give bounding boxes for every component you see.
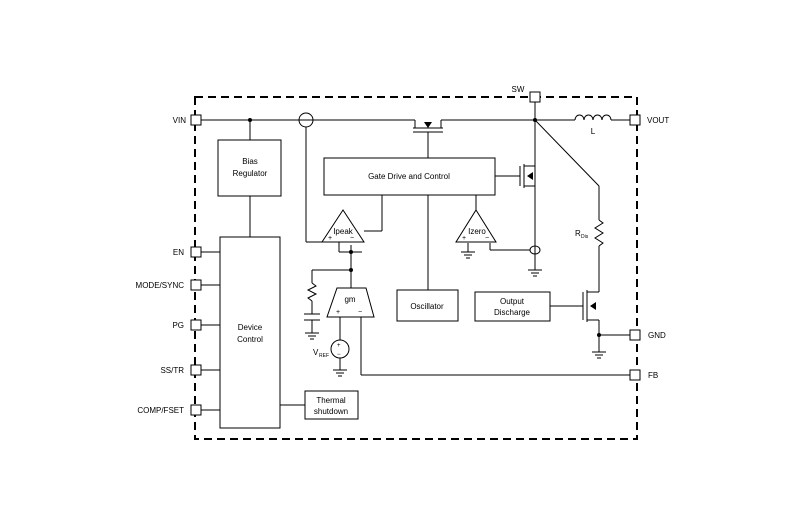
pin-fb xyxy=(629,369,641,381)
junction-dots xyxy=(248,118,601,337)
bias-regulator-label: Regulator xyxy=(233,169,268,178)
pin-ss-tr xyxy=(190,364,202,376)
zero-current-sense-icon xyxy=(529,245,541,255)
output-discharge-label: Discharge xyxy=(494,308,531,317)
gate-drive-label: Gate Drive and Control xyxy=(368,172,450,181)
svg-text:−: − xyxy=(350,235,354,242)
oscillator-block xyxy=(396,289,459,322)
svg-text:−: − xyxy=(358,309,362,316)
vref-source-icon xyxy=(330,339,350,359)
device-control-block xyxy=(219,236,281,429)
thermal-shutdown-label: shutdown xyxy=(314,407,348,416)
gm-label: gm xyxy=(344,295,355,304)
ground-icon xyxy=(305,332,319,340)
ic-boundary xyxy=(194,96,638,440)
current-sense-icon xyxy=(298,112,314,128)
rdis-resistor-icon xyxy=(594,219,604,247)
ground-icon xyxy=(461,251,475,259)
pin-vout-label: VOUT xyxy=(647,116,669,125)
gm-amplifier xyxy=(326,287,375,318)
pin-en xyxy=(190,246,202,258)
pin-vin-label: VIN xyxy=(173,116,187,125)
pin-ss-tr-label: SS/TR xyxy=(160,366,184,375)
pin-en-label: EN xyxy=(173,248,184,257)
svg-text:+: + xyxy=(336,309,340,316)
pin-mode-sync xyxy=(190,279,202,291)
pin-sw-label: SW xyxy=(512,85,525,94)
ground-icon xyxy=(528,269,542,277)
device-control-label: Device xyxy=(238,323,263,332)
oscillator-label: Oscillator xyxy=(410,302,444,311)
pin-mode-sync-label: MODE/SYNC xyxy=(136,281,185,290)
pin-pg xyxy=(190,319,202,331)
pin-comp-fset xyxy=(190,404,202,416)
svg-text:+: + xyxy=(328,235,332,242)
vref-label: V xyxy=(313,348,319,357)
pin-gnd xyxy=(629,329,641,341)
pin-gnd-label: GND xyxy=(648,331,666,340)
ipeak-comparator xyxy=(321,209,365,243)
svg-text:+: + xyxy=(462,235,466,242)
svg-text:−: − xyxy=(485,235,489,242)
svg-text:−: − xyxy=(337,352,341,358)
output-discharge-block xyxy=(474,291,551,322)
rdis-subscript: Dis xyxy=(581,234,589,240)
low-side-nmos-arrow-icon xyxy=(527,172,533,180)
bias-regulator-label: Bias xyxy=(242,157,258,166)
pin-fb-label: FB xyxy=(648,371,658,380)
high-side-pmos-icon xyxy=(413,120,443,133)
svg-text:+: + xyxy=(337,343,341,349)
izero-comparator xyxy=(455,209,497,243)
inductor-icon xyxy=(574,114,612,121)
comp-resistor-icon xyxy=(306,282,318,302)
pin-pg-label: PG xyxy=(172,321,184,330)
output-discharge-label: Output xyxy=(500,297,525,306)
ground-icon xyxy=(333,369,347,377)
izero-label: Izero xyxy=(468,227,486,236)
pin-vin xyxy=(190,114,202,126)
inductor-label: L xyxy=(591,127,596,136)
device-control-label: Control xyxy=(237,335,263,344)
pin-vout xyxy=(629,114,641,126)
pin-sw xyxy=(529,91,541,103)
ipeak-label: Ipeak xyxy=(333,227,354,236)
ground-icon xyxy=(592,351,606,359)
bias-regulator-block xyxy=(217,139,282,197)
pin-comp-fset-label: COMP/FSET xyxy=(137,406,184,415)
thermal-shutdown-block xyxy=(304,390,359,420)
discharge-nmos-arrow-icon xyxy=(590,302,596,310)
vref-subscript: REF xyxy=(319,353,329,359)
gate-drive-block xyxy=(323,157,496,196)
thermal-shutdown-label: Thermal xyxy=(316,396,346,405)
rdis-label: R xyxy=(575,229,581,238)
